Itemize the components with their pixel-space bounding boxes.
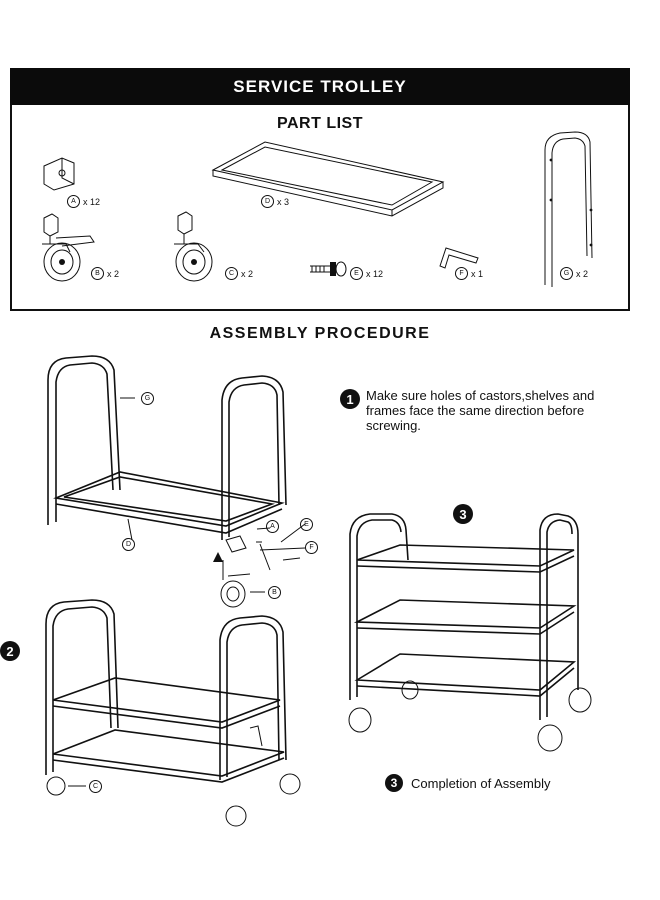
assembly-heading: ASSEMBLY PROCEDURE [209, 325, 431, 342]
callout-c: C [89, 780, 102, 793]
step3-trolley [348, 513, 592, 752]
callout-e: E [300, 518, 313, 531]
bolt-icon [310, 261, 347, 277]
step2-trolley [45, 599, 301, 827]
callout-g: G [141, 392, 154, 405]
step-1-marker: 1 [340, 389, 360, 409]
step-3-marker-top: 3 [453, 504, 473, 524]
shelf-frame-icon [211, 141, 445, 217]
callout-d: D [122, 538, 135, 551]
castor-icon [174, 211, 213, 282]
step-3-text: Completion of Assembly [411, 776, 551, 791]
step1-trolley [47, 355, 306, 608]
hex-key-icon [439, 247, 479, 269]
u-frame-icon [544, 131, 593, 287]
part-list-heading: PART LIST [277, 115, 363, 132]
step-1-text: Make sure holes of castors,shelves and f… [366, 388, 595, 433]
step-3-marker: 3 [385, 774, 403, 792]
step-2-marker: 2 [0, 641, 20, 661]
callout-a: A [266, 520, 279, 533]
bracket-icon [43, 157, 75, 191]
page-title: SERVICE TROLLEY [233, 76, 407, 96]
callout-b: B [268, 586, 281, 599]
title-banner: SERVICE TROLLEY [10, 68, 630, 105]
callout-f: F [305, 541, 318, 554]
brake-castor-icon [42, 213, 95, 282]
